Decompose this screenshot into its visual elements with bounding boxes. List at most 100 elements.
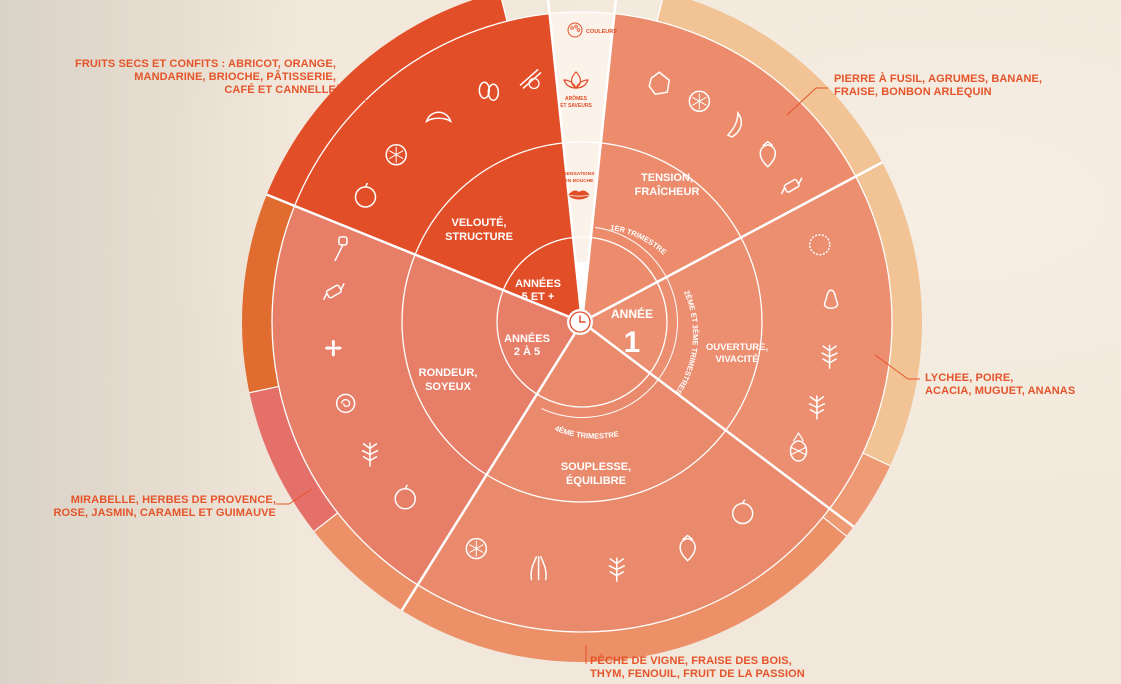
legend-couleurs: COULEURS: [586, 29, 617, 35]
ring-1: [401, 141, 763, 503]
callout-pierre-line2: FRAISE, BONBON ARLEQUIN: [834, 86, 992, 98]
clock-icon: [567, 309, 593, 335]
callout-fruits-secs-line1: FRUITS SECS ET CONFITS : ABRICOT, ORANGE…: [75, 58, 336, 70]
sector-rondeur: [272, 205, 582, 585]
divider-12: [501, 0, 508, 22]
ring-0: [496, 236, 668, 408]
label-rondeur-line1: RONDEUR,: [419, 367, 478, 379]
leader-mirabelle: [276, 488, 313, 505]
lily-of-the-valley-icon: [808, 395, 826, 420]
marshmallow-icon: [334, 236, 348, 262]
apricot-icon: [354, 182, 377, 208]
label-veloute-line1: VELOUTÉ,: [451, 216, 506, 229]
pineapple-icon: [789, 431, 808, 462]
provence-herbs-icon: [361, 442, 379, 467]
divider-4: [266, 193, 583, 324]
legend-aromes-line2: ET SAVEURS: [560, 103, 592, 109]
divider-2: [581, 321, 855, 528]
legend-sensations-line2: EN BOUCHE: [565, 178, 595, 184]
callout-leaders: [276, 84, 920, 664]
caramel-icon: [322, 282, 345, 301]
divider-10: [249, 385, 279, 394]
legend-wedge-bg: [549, 11, 615, 263]
label-year1-number: 1: [624, 326, 641, 359]
sector-ouverture: [582, 176, 892, 509]
outer-ring-tension: [656, 0, 922, 466]
callout-mirabelle-line1: MIRABELLE, HERBES DE PROVENCE,: [70, 494, 276, 506]
divider-5: [546, 0, 584, 323]
callout-lychee: LYCHEE, POIRE, ACACIA, MUGUET, ANANAS: [925, 372, 1075, 398]
wild-strawberry-icon: [679, 534, 696, 562]
leader-fruits-secs: [337, 84, 391, 132]
callout-lychee-line1: LYCHEE, POIRE,: [925, 372, 1014, 384]
citrus-icon: [688, 90, 711, 113]
label-years5-line1: ANNÉES: [515, 277, 561, 290]
divider-6: [656, 0, 663, 22]
strawberry-icon: [759, 140, 777, 168]
leader-pierre: [786, 87, 828, 116]
cinnamon-icon: [519, 68, 542, 90]
legend-sensations-line1: SENSATIONS: [564, 171, 596, 177]
candy-icon: [780, 177, 803, 195]
callout-mirabelle-line2: ROSE, JASMIN, CARAMEL ET GUIMAUVE: [53, 507, 276, 519]
callout-peche-line2: THYM, FENOUIL, FRUIT DE LA PASSION: [590, 668, 805, 680]
fennel-icon: [530, 555, 547, 581]
legend-wedge-core: [575, 262, 589, 322]
pear-icon: [823, 289, 839, 309]
divider-3: [400, 321, 584, 611]
label-years25-line1: ANNÉES: [504, 332, 550, 345]
label-souplesse-line1: SOUPLESSE,: [561, 461, 631, 473]
divider-0: [580, 0, 618, 323]
label-ouverture-line1: OUVERTURE,: [706, 342, 768, 353]
label-tension-line2: FRAÎCHEUR: [635, 185, 700, 198]
vine-peach-icon: [731, 499, 754, 525]
orange-icon: [385, 143, 407, 166]
outer-ring-souplesse: [314, 512, 847, 662]
sector-veloute: [294, 13, 582, 323]
label-year1: ANNÉE: [611, 306, 653, 321]
lychee-icon: [809, 233, 831, 256]
label-tension-line1: TENSION,: [641, 172, 693, 184]
lips-icon: [567, 190, 591, 200]
callout-lychee-line2: ACACIA, MUGUET, ANANAS: [925, 385, 1076, 397]
wheel-dividers: [249, 0, 893, 633]
callout-peche: PÊCHE DE VIGNE, FRAISE DES BOIS, THYM, F…: [590, 655, 805, 681]
flint-stone-icon: [648, 71, 671, 96]
passion-fruit-icon: [465, 537, 488, 560]
callout-pierre: PIERRE À FUSIL, AGRUMES, BANANE, FRAISE,…: [834, 73, 1042, 99]
sector-tension: [582, 13, 856, 323]
legend-aromes-line1: ARÔMES: [565, 94, 588, 102]
croissant-icon: [425, 111, 453, 124]
divider-1: [581, 161, 883, 324]
callout-pierre-line1: PIERRE À FUSIL, AGRUMES, BANANE,: [834, 73, 1043, 85]
ring-2: [271, 11, 893, 633]
label-rondeur-line2: SOYEUX: [425, 381, 472, 393]
coffee-bean-icon: [478, 81, 500, 101]
icon-layer: [322, 68, 839, 582]
divider-7: [862, 452, 891, 467]
divider-11: [266, 194, 295, 207]
callout-fruits-secs-line3: CAFÉ ET CANNELLE: [224, 84, 336, 96]
acacia-icon: [821, 344, 838, 369]
callout-fruits-secs-line2: MANDARINE, BRIOCHE, PÂTISSERIE,: [134, 71, 336, 83]
legend-wedge: COULEURS ARÔMES ET SAVEURS SENSATIONS EN…: [560, 22, 617, 200]
mirabelle-icon: [394, 484, 416, 510]
wheel-rings: [242, 0, 922, 662]
callout-mirabelle: MIRABELLE, HERBES DE PROVENCE, ROSE, JAS…: [53, 494, 276, 520]
callout-fruits-secs: FRUITS SECS ET CONFITS : ABRICOT, ORANGE…: [75, 58, 336, 97]
rose-icon: [335, 393, 356, 414]
label-years25-line2: 2 À 5: [514, 345, 540, 358]
thyme-icon: [608, 557, 626, 582]
outer-ring-rondeur-bottom: [249, 386, 338, 532]
label-souplesse-line2: ÉQUILIBRE: [566, 474, 626, 487]
sector-souplesse: [417, 322, 830, 632]
label-years5-line2: 5 ET +: [522, 291, 555, 303]
divider-9: [313, 512, 339, 532]
divider-8: [822, 516, 847, 537]
jasmine-icon: [325, 339, 342, 357]
label-veloute-line2: STRUCTURE: [445, 231, 513, 243]
banana-icon: [726, 110, 743, 138]
callout-peche-line1: PÊCHE DE VIGNE, FRAISE DES BOIS,: [590, 655, 792, 667]
aromas-flower-icon: [563, 71, 589, 89]
